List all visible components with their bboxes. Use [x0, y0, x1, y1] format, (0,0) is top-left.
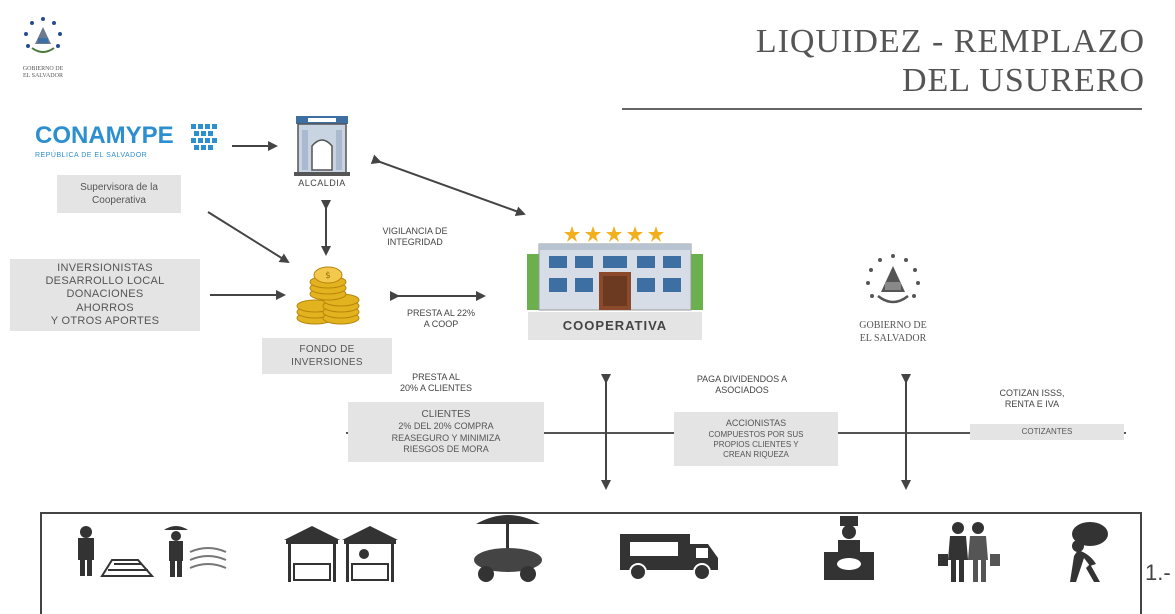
fisherman-icon — [160, 522, 230, 580]
clientes-box: CLIENTES 2% DEL 20% COMPRA REASEGURO Y M… — [348, 402, 544, 462]
svg-text:$: $ — [325, 271, 331, 281]
coat-of-arms-icon — [866, 254, 920, 304]
conamype-subtitle: REPÚBLICA DE EL SALVADOR — [35, 152, 148, 159]
gov-top-line2: EL SALVADOR — [23, 72, 63, 79]
town-hall-icon — [294, 116, 350, 176]
farmer-icon — [68, 520, 155, 580]
coins-stack: $ — [295, 266, 363, 326]
presta-coop-label: PRESTA AL 22% A COOP — [394, 308, 488, 331]
dividendos-line1: PAGA DIVIDENDOS A — [696, 374, 788, 384]
clientes-line2: REASEGURO Y MINIMIZA — [391, 432, 501, 443]
coins-icon: $ — [296, 266, 360, 325]
accionistas-line3: PROPIOS CLIENTES Y — [713, 439, 799, 449]
cooperativa-building — [527, 222, 703, 311]
clientes-title: CLIENTES — [421, 408, 471, 420]
accionistas-line1: ACCIONISTAS — [725, 418, 787, 429]
shopping-couple-icon — [938, 520, 1000, 584]
presta-clientes-line2: 20% A CLIENTES — [399, 383, 473, 394]
presta-clientes-label: PRESTA AL 20% A CLIENTES — [376, 372, 496, 395]
gov-emblem-top — [18, 14, 68, 64]
street-vendor-icon — [466, 510, 550, 586]
title-line1: LIQUIDEZ - REMPLAZO — [755, 23, 1145, 60]
inversionistas-line2: DESARROLLO LOCAL — [45, 275, 165, 288]
presta-coop-line1: PRESTA AL 22% — [406, 308, 476, 318]
cotizantes-box: COTIZANTES — [970, 424, 1124, 440]
coat-of-arms-icon — [24, 17, 62, 53]
accionistas-line4: CREAN RIQUEZA — [723, 449, 789, 459]
inversionistas-line3: DONACIONES — [66, 288, 144, 301]
conamype-caption-line2: Cooperativa — [92, 195, 146, 206]
presta-clientes-line1: PRESTA AL — [412, 372, 460, 382]
inversionistas-line4: AHORROS — [76, 301, 134, 314]
market-stall-icon — [282, 524, 402, 584]
cooperativa-box: COOPERATIVA — [528, 312, 702, 340]
presta-coop-line2: A COOP — [423, 319, 459, 330]
fondo-box: FONDO DE INVERSIONES — [262, 338, 392, 374]
accionistas-line2: COMPUESTOS POR SUS — [708, 429, 804, 439]
vigilancia-line2: INTEGRIDAD — [387, 237, 443, 248]
inversionistas-line5: Y OTROS APORTES — [50, 314, 160, 327]
cotizantes-label: COTIZANTES — [1021, 426, 1073, 436]
alcaldia-building — [290, 112, 354, 176]
gov-right-line2: EL SALVADOR — [859, 332, 927, 344]
cooperative-building-icon — [527, 226, 703, 311]
gov-right-label: GOBIERNO DE EL SALVADOR — [840, 320, 946, 345]
page-title: LIQUIDEZ - REMPLAZO DEL USURERO — [756, 22, 1145, 100]
arrow-alcaldia-cooperativa — [370, 154, 526, 216]
gov-top-line1: GOBIERNO DE — [22, 66, 64, 72]
title-line2: DEL USURERO — [901, 62, 1145, 100]
alcaldia-label: ALCALDIA — [298, 178, 346, 188]
conamype-caption-box: Supervisora de la Cooperativa — [57, 175, 181, 213]
cotizan-line1: COTIZAN ISSS, — [999, 388, 1065, 398]
conamype-caption-line1: Supervisora de la — [80, 182, 158, 193]
porter-icon — [1060, 520, 1118, 584]
title-underline — [622, 108, 1142, 110]
fondo-line2: INVERSIONES — [291, 357, 363, 368]
vigilancia-label: VIGILANCIA DE INTEGRIDAD — [360, 226, 470, 249]
conamype-name: CONAMYPE — [35, 122, 174, 149]
gov-top-label: GOBIERNO DE EL SALVADOR — [10, 66, 76, 79]
dividendos-line2: ASOCIADOS — [715, 385, 769, 396]
vigilancia-line1: VIGILANCIA DE — [382, 226, 448, 236]
clientes-line1: 2% DEL 20% COMPRA — [398, 420, 494, 431]
dividendos-label: PAGA DIVIDENDOS A ASOCIADOS — [672, 374, 812, 397]
page-number: 1.- — [1145, 560, 1171, 585]
cook-icon — [820, 516, 878, 582]
accionistas-box: ACCIONISTAS COMPUESTOS POR SUS PROPIOS C… — [674, 412, 838, 466]
cotizan-line2: RENTA E IVA — [1004, 399, 1060, 410]
cooperativa-label: COOPERATIVA — [562, 317, 668, 333]
gov-right-line1: GOBIERNO DE — [859, 320, 927, 331]
conamype-pattern-icon — [191, 124, 217, 150]
arrow-conamype-fondo — [207, 211, 290, 264]
conamype-logo: CONAMYPE REPÚBLICA DE EL SALVADOR — [35, 122, 220, 162]
fondo-line1: FONDO DE — [299, 344, 355, 355]
gov-emblem-right — [858, 252, 928, 314]
cotizan-label: COTIZAN ISSS, RENTA E IVA — [962, 388, 1102, 411]
clientes-line3: RIESGOS DE MORA — [403, 444, 489, 455]
businesses-frame — [40, 512, 1142, 614]
inversionistas-box: INVERSIONISTAS DESARROLLO LOCAL DONACION… — [10, 259, 200, 331]
food-truck-icon — [618, 530, 720, 582]
inversionistas-line1: INVERSIONISTAS — [57, 262, 153, 275]
